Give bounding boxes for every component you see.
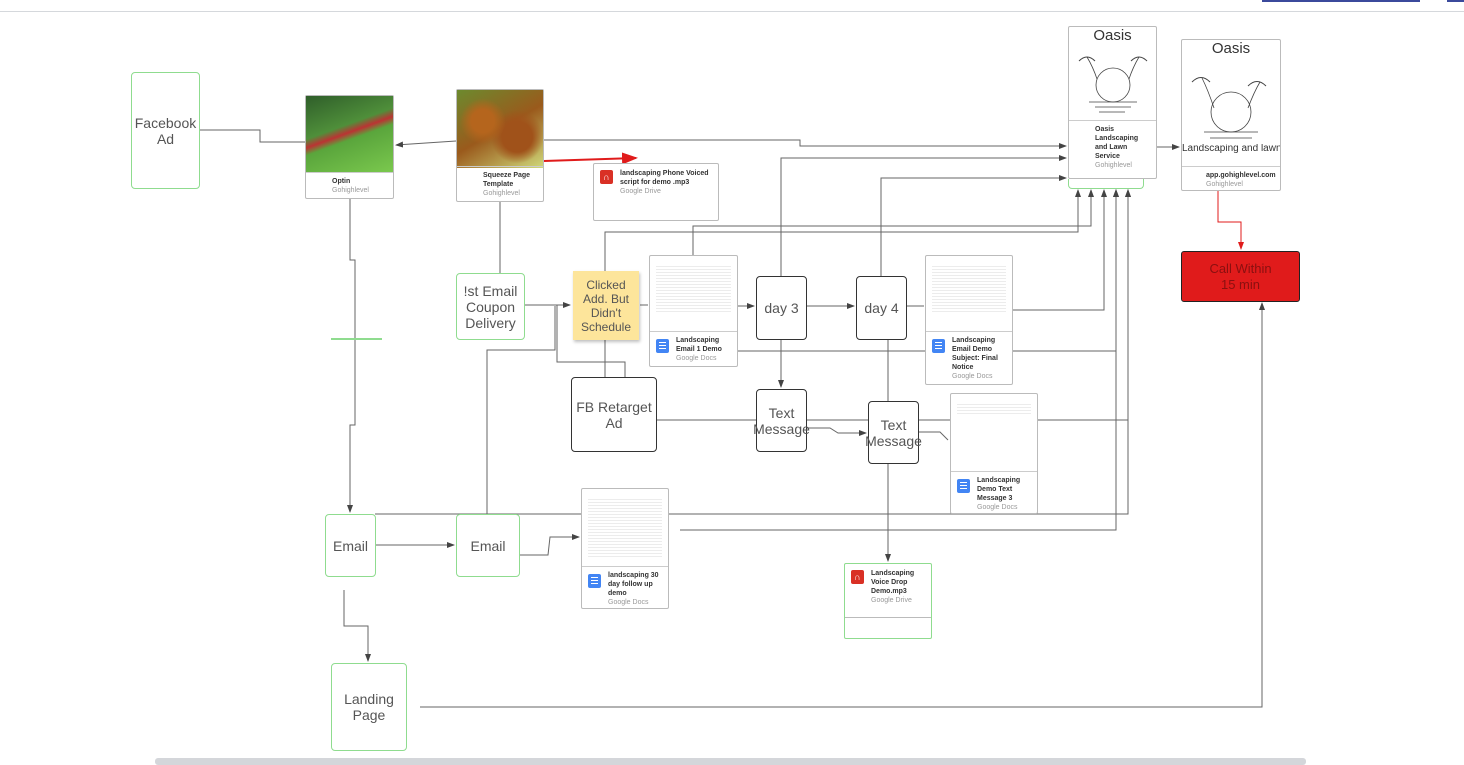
card-title: Landscaping Demo Text Message 3 [977,477,1021,502]
card-source: Gohighlevel [332,187,369,194]
connector [347,199,356,513]
final-notice-doc-card[interactable]: Landscaping Email Demo Subject: Final No… [925,255,1013,385]
text3-doc-card[interactable]: Landscaping Demo Text Message 3 Google Do… [950,393,1038,514]
node-label: day 3 [764,300,799,316]
plant-image [457,90,543,168]
card-source: Google Docs [608,599,649,606]
doc-preview [932,264,1006,314]
card-source: Gohighlevel [1095,162,1132,169]
text-message-1-node[interactable]: Text Message [753,389,810,452]
card-source: Google Docs [952,373,993,380]
node-label: Email [470,537,506,554]
text-message-2-node[interactable]: Text Message [865,401,922,464]
node-label: FB Retarget Ad [576,398,652,431]
connector [680,189,1119,531]
connector [420,302,1265,708]
google-docs-icon [957,479,970,493]
card-title: landscaping 30 day follow up demo [608,572,659,597]
card-source: Google Docs [676,355,717,362]
horizontal-scrollbar[interactable] [155,758,1306,765]
node-label: Landing Page [344,691,394,723]
connector [692,189,1094,255]
node-label: Facebook Ad [134,114,197,147]
card-title: landscaping Phone Voiced script for demo… [620,170,709,186]
oasis-card-2[interactable]: Oasis Landscaping and lawncare app.gohig… [1181,39,1281,191]
day3-node[interactable]: day 3 [756,276,807,340]
red-connector [1217,191,1244,250]
split-bar [331,338,382,340]
toolbar-button[interactable] [1262,0,1420,2]
card-title: Landscaping Email Demo Subject: Final No… [952,337,998,371]
card-title: Landscaping Email 1 Demo [676,337,722,353]
connector [395,140,457,148]
email-a-node[interactable]: Email [325,514,376,577]
connector [486,306,556,514]
fb-retarget-node[interactable]: FB Retarget Ad [571,377,657,452]
oasis-logo: Oasis [1069,27,1156,120]
phone-script-card[interactable]: ∩ landscaping Phone Voiced script for de… [593,163,719,221]
clicked-add-sticky[interactable]: Clicked Add. But Didn't Schedule [573,271,639,340]
headphones-icon: ∩ [600,170,613,184]
connector [780,155,1067,276]
toolbar-button[interactable] [1447,0,1464,2]
card-title: Optin [332,178,351,185]
first-email-node[interactable]: !st Email Coupon Delivery [456,273,525,340]
connector [807,427,867,436]
node-label: Clicked Add. But Didn't Schedule [580,277,632,334]
doc-preview [656,264,731,314]
call-node[interactable]: Call Within 15 min [1181,251,1300,302]
connector [919,431,949,441]
connector [200,129,305,143]
card-source: Google Drive [620,188,661,195]
oasis-banner: Landscaping and lawncare [1182,144,1280,153]
oasis-card-frame [1068,179,1144,189]
connector [1013,189,1107,311]
google-docs-icon [588,574,601,588]
card-source: Google Drive [871,597,912,604]
connector [343,590,371,662]
google-docs-icon [932,339,945,353]
card-title: app.gohighlevel.com [1206,172,1276,179]
connector [880,175,1067,276]
connector [604,189,1081,271]
card-title: Oasis Landscaping and Lawn Service [1095,126,1139,160]
oasis-card-1[interactable]: Oasis Oasis Landscaping and Lawn Service… [1068,26,1157,179]
doc-preview [957,402,1031,414]
node-label: day 4 [864,300,899,316]
card-source: Gohighlevel [483,190,520,197]
day4-node[interactable]: day 4 [856,276,907,340]
google-docs-icon [656,339,669,353]
connector [544,139,1067,149]
red-connector [543,152,638,165]
landing-page-node[interactable]: Landing Page [331,663,407,751]
oasis-logo: Oasis Landscaping and lawncare [1182,40,1280,153]
garden-image [306,96,393,173]
email-b-node[interactable]: Email [456,514,520,577]
connector [556,305,626,377]
top-divider [0,11,1464,12]
doc-preview [588,497,662,559]
connector [520,534,580,556]
node-label: Text Message [753,404,810,437]
headphones-icon: ∩ [851,570,864,584]
card-source: Gohighlevel [1206,181,1243,188]
node-label: !st Email Coupon Delivery [463,282,518,331]
node-label: Email [332,537,368,554]
node-label: Call Within 15 min [1209,260,1272,292]
card-title: Squeeze Page Template [483,172,531,188]
card-source: Google Docs [977,504,1018,511]
card-title: Landscaping Voice Drop Demo.mp3 [871,570,915,595]
node-label: Text Message [865,416,922,449]
facebook-ad-node[interactable]: Facebook Ad [131,72,200,189]
